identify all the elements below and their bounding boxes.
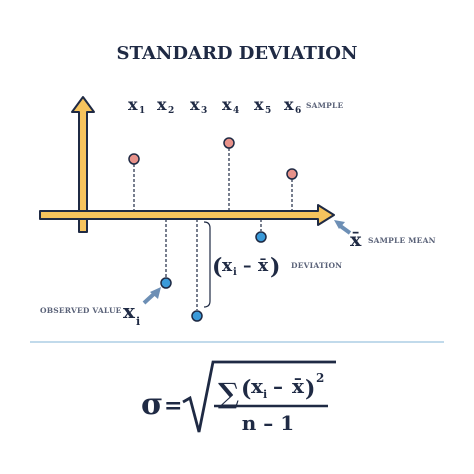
sample-mean-annotation: x̄ SAMPLE MEAN: [334, 220, 436, 251]
point-6: [286, 168, 298, 180]
horizontal-axis: [39, 204, 335, 226]
point-1: [128, 153, 140, 165]
deviation-mean: x̄: [258, 256, 269, 276]
sample-sub-2: 2: [168, 106, 174, 116]
formula-x-sub: i: [263, 388, 267, 401]
sample-sub-4: 4: [233, 106, 239, 116]
sample-label-3: x: [190, 95, 200, 114]
deviation-bracket: [203, 221, 211, 308]
formula-sigma: σ: [141, 387, 163, 422]
deviation-annotation: ( x i – x̄ ) DEVIATION: [203, 221, 342, 308]
sample-labels: x 1 x 2 x 3 x 4 x 5 x 6 SAMPLE: [128, 95, 343, 116]
sample-label-1: x: [128, 95, 138, 114]
deviation-label: DEVIATION: [291, 261, 342, 270]
sample-label-4: x: [222, 95, 232, 114]
sample-label-5: x: [254, 95, 264, 114]
deviation-minus: –: [243, 256, 252, 276]
formula-mean: x̄: [292, 374, 305, 398]
mean-symbol: x̄: [350, 229, 362, 251]
deviation-x-sub: i: [233, 267, 237, 278]
sample-label-6: x: [284, 95, 294, 114]
point-3: [191, 310, 203, 322]
sample-sub-1: 1: [139, 106, 145, 116]
formula-power: 2: [316, 371, 324, 385]
formula-open-paren: (: [241, 376, 251, 402]
deviation-paren-close: ): [270, 254, 280, 280]
formula-sum: ∑: [218, 377, 239, 410]
sample-sub-3: 3: [201, 106, 207, 116]
deviation-paren-open: (: [212, 254, 222, 280]
deviation-x: x: [222, 256, 233, 276]
formula-radical: [182, 360, 336, 433]
mean-pointer-head: [334, 220, 345, 229]
diagram-title: STANDARD DEVIATION: [117, 43, 358, 64]
formula-denominator: n – 1: [242, 411, 294, 435]
point-5: [255, 231, 267, 243]
formula-close-paren: ): [305, 376, 315, 402]
standard-deviation-formula: σ = ∑ ( x i – x̄ ) 2 n – 1: [141, 360, 336, 435]
observed-symbol-sub: i: [136, 315, 140, 328]
sample-sub-6: 6: [295, 106, 301, 116]
formula-x: x: [251, 374, 264, 398]
point-2: [160, 277, 172, 289]
data-points: [128, 137, 298, 322]
observed-symbol: x: [123, 299, 136, 323]
point-4: [223, 137, 235, 149]
sample-label-2: x: [157, 95, 167, 114]
sample-sub-5: 5: [265, 106, 271, 116]
observed-value-annotation: OBSERVED VALUE x i: [40, 287, 161, 328]
formula-minus: –: [273, 374, 283, 398]
formula-equals: =: [164, 393, 182, 419]
observed-value-label: OBSERVED VALUE: [40, 306, 122, 315]
sample-mean-label: SAMPLE MEAN: [368, 236, 436, 245]
observed-pointer-head: [150, 287, 161, 299]
sample-caption: SAMPLE: [306, 101, 343, 110]
